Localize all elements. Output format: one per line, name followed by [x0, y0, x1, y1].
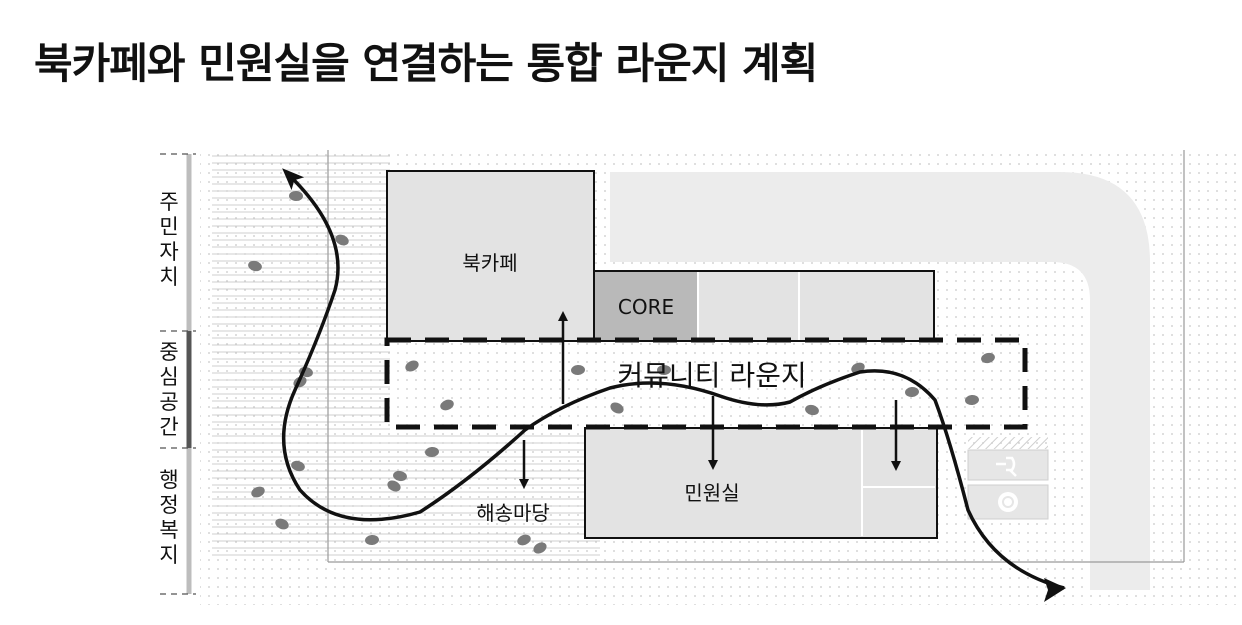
tree-icon — [805, 404, 819, 416]
tree-icon — [571, 364, 585, 376]
tree-icon — [517, 534, 531, 546]
accessible-icon — [998, 492, 1018, 512]
tree-icon — [365, 534, 379, 546]
tree-icon — [533, 542, 547, 554]
tree-icon — [965, 394, 979, 406]
tree-icon — [405, 360, 419, 372]
tree-icon — [251, 486, 265, 498]
trees — [248, 190, 995, 554]
annex-room-1 — [697, 270, 800, 342]
tree-icon — [657, 364, 671, 376]
book-cafe-label: 북카페 — [462, 251, 517, 275]
side-label-admin-welfare: 행 정 복 지 — [159, 468, 179, 567]
tree-icon — [275, 518, 289, 530]
tree-icon — [291, 460, 305, 472]
tree-icon — [387, 480, 401, 492]
civil-office-room — [584, 427, 938, 539]
tree-icon — [610, 402, 624, 414]
parking-hatch — [968, 437, 1048, 449]
tree-icon — [981, 352, 995, 364]
tree-icon — [393, 470, 407, 482]
tree-icon — [905, 386, 919, 398]
annex-room-2 — [798, 270, 935, 342]
elevator-icon — [996, 456, 1017, 477]
page-title: 북카페와 민원실을 연결하는 통합 라운지 계획 — [34, 39, 818, 88]
drive-road — [610, 172, 1150, 590]
lounge-label: 커뮤니티 라운지 — [617, 359, 806, 392]
tree-icon — [440, 399, 454, 411]
side-bar-ticks — [160, 153, 196, 595]
community-lounge-zone — [384, 337, 1028, 430]
side-label-central-space: 중 심 공 간 — [159, 340, 179, 439]
tree-icon — [248, 260, 262, 272]
core-room — [593, 270, 699, 342]
parking-slot-1 — [967, 449, 1049, 481]
circulation-path-end-arrow — [1044, 578, 1066, 602]
side-label-resident-autonomy: 주 민 자 치 — [159, 190, 179, 289]
yard-label: 해송마당 — [476, 501, 550, 525]
tree-icon — [335, 234, 349, 246]
core-label: CORE — [618, 295, 674, 319]
circulation-path — [281, 168, 1065, 590]
tree-icon — [289, 190, 303, 202]
civil-office-label: 민원실 — [684, 481, 739, 505]
tree-icon — [425, 446, 439, 458]
